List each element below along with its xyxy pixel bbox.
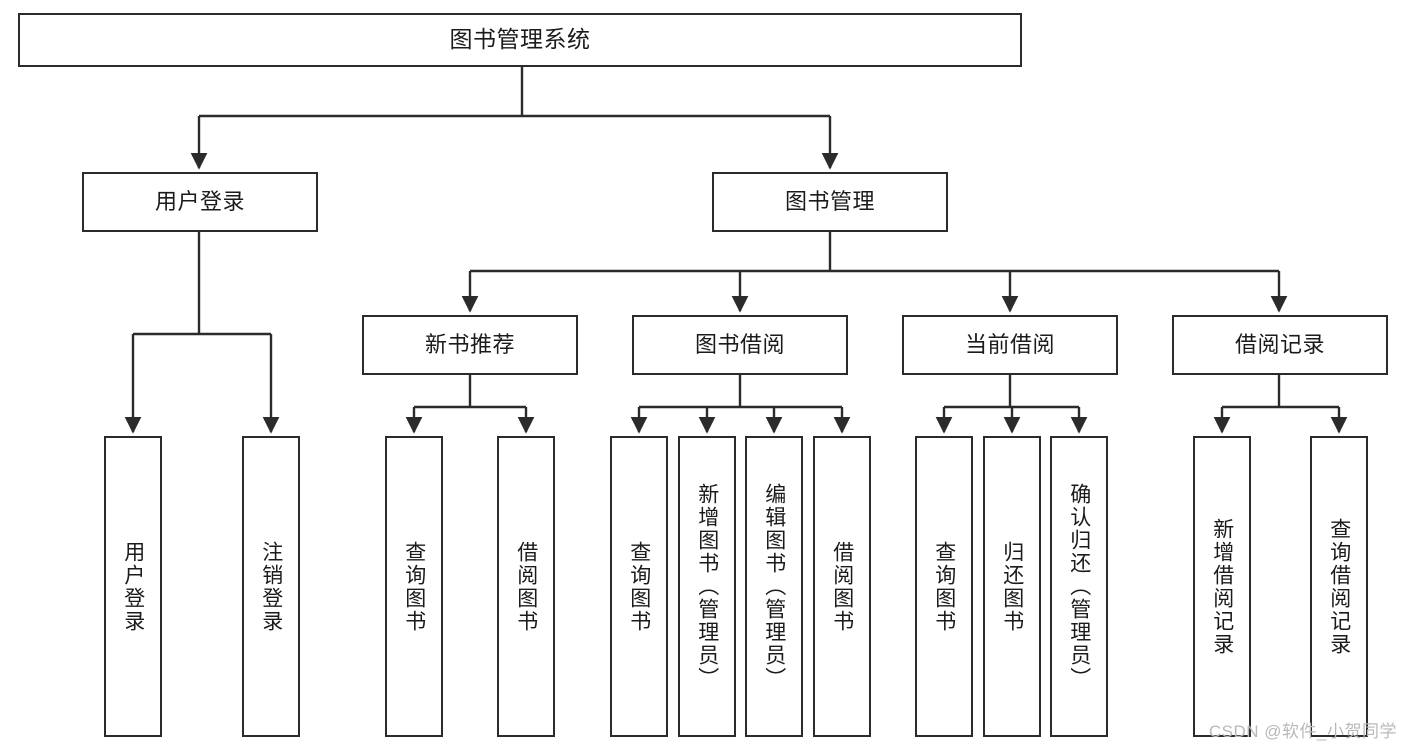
leaf-edit-book-admin[interactable]: 编辑图书（管理员） [745,436,803,737]
node-label: 归还图书 [1000,540,1024,633]
leaf-logout[interactable]: 注销登录 [242,436,300,737]
node-label: 确认归还（管理员） [1067,483,1091,690]
node-root-book-management-system[interactable]: 图书管理系统 [18,13,1022,67]
node-label: 编辑图书（管理员） [762,483,786,690]
node-label: 当前借阅 [964,331,1055,357]
node-label: 图书管理 [784,188,875,214]
node-label: 查询借阅记录 [1327,517,1351,656]
leaf-query-books-borrow[interactable]: 查询图书 [610,436,668,737]
node-label: 查询图书 [402,540,426,633]
leaf-borrow-books-new[interactable]: 借阅图书 [497,436,555,737]
leaf-add-borrow-record[interactable]: 新增借阅记录 [1193,436,1251,737]
node-label: 查询图书 [932,540,956,633]
node-label: 借阅图书 [514,540,538,633]
leaf-confirm-return-admin[interactable]: 确认归还（管理员） [1050,436,1108,737]
leaf-query-books-current[interactable]: 查询图书 [915,436,973,737]
node-book-borrow[interactable]: 图书借阅 [632,315,848,375]
leaf-user-login[interactable]: 用户登录 [104,436,162,737]
leaf-add-book-admin[interactable]: 新增图书（管理员） [678,436,736,737]
node-label: 注销登录 [259,540,283,633]
leaf-query-borrow-record[interactable]: 查询借阅记录 [1310,436,1368,737]
node-label: 用户登录 [154,188,245,214]
node-label: 新增借阅记录 [1210,517,1234,656]
node-label: 新增图书（管理员） [695,483,719,690]
node-label: 借阅记录 [1234,331,1325,357]
node-current-borrow[interactable]: 当前借阅 [902,315,1118,375]
node-label: 查询图书 [627,540,651,633]
node-label: 借阅图书 [830,540,854,633]
node-book-management[interactable]: 图书管理 [712,172,948,232]
node-user-login[interactable]: 用户登录 [82,172,318,232]
node-label: 图书管理系统 [449,26,591,53]
leaf-return-book[interactable]: 归还图书 [983,436,1041,737]
node-borrow-records[interactable]: 借阅记录 [1172,315,1388,375]
node-label: 用户登录 [121,540,145,633]
leaf-query-books-new[interactable]: 查询图书 [385,436,443,737]
node-label: 图书借阅 [694,331,785,357]
leaf-borrow-book[interactable]: 借阅图书 [813,436,871,737]
node-label: 新书推荐 [424,331,515,357]
node-new-book-recommend[interactable]: 新书推荐 [362,315,578,375]
